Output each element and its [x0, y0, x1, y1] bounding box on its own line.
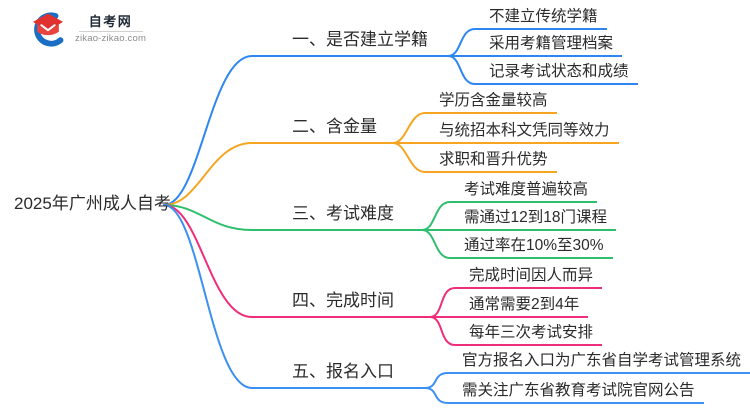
- branch-2-leaf-1: 学历含金量较高: [425, 91, 557, 114]
- branch-3-leaf-3-connector: [421, 229, 451, 259]
- branch-1-leaf-3: 记录考试状态和成绩: [475, 62, 638, 85]
- branch-2-leaf-2: 与统招本科文凭同等效力: [425, 121, 619, 144]
- logo-site-url: zikao-zikao.com: [75, 32, 147, 44]
- branch-5-leaf-1-connector: [424, 372, 449, 389]
- branch-4-leaf-1-connector: [429, 287, 456, 318]
- branch-5-label: 五、报名入口: [292, 362, 394, 381]
- logo-site-name: 自考网: [88, 13, 133, 29]
- branch-5-leaf-1: 官方报名入口为广东省自学考试管理系统: [448, 351, 750, 374]
- branch-1-leaf-3-connector: [447, 55, 476, 85]
- mindmap-root-title: 2025年广州成人自考: [14, 194, 171, 213]
- branch-1-label: 一、是否建立学籍: [292, 30, 428, 49]
- branch-5-leaf-2-connector: [424, 387, 449, 404]
- branch-4-leaf-3: 每年三次考试安排: [455, 323, 603, 346]
- logo-divider: [78, 30, 143, 32]
- branch-2-leaf-1-connector: [392, 112, 426, 144]
- site-logo[interactable]: 自考网 zikao-zikao.com: [28, 10, 146, 47]
- branch-1-connector: [163, 55, 449, 206]
- branch-1-leaf-1-connector: [447, 28, 476, 57]
- branch-3-leaf-3: 通过率在10%至30%: [450, 236, 613, 259]
- graduation-cap-icon: [33, 12, 64, 47]
- branch-2-leaf-3-connector: [392, 142, 426, 173]
- branch-2-connector: [163, 142, 394, 206]
- branch-1-leaf-2: 采用考籍管理档案: [475, 34, 623, 57]
- branch-5-leaf-2: 需关注广东省教育考试院官网公告: [448, 381, 704, 404]
- branch-4-leaf-2: 通常需要2到4年: [455, 295, 589, 318]
- branch-2-leaf-3: 求职和晋升优势: [425, 150, 557, 173]
- branch-3-leaf-1-connector: [421, 201, 451, 231]
- branch-3-leaf-1: 考试难度普遍较高: [450, 180, 598, 203]
- branch-2-label: 二、含金量: [292, 117, 377, 136]
- logo-text-block: 自考网 zikao-zikao.com: [75, 14, 146, 44]
- branch-3-connector: [163, 204, 423, 231]
- branch-3-leaf-2: 需通过12到18门课程: [450, 208, 616, 231]
- branch-4-label: 四、完成时间: [292, 291, 394, 310]
- branch-5-connector: [163, 204, 426, 389]
- branch-4-connector: [163, 204, 431, 318]
- branch-1-leaf-1: 不建立传统学籍: [475, 7, 607, 30]
- branch-4-leaf-3-connector: [429, 316, 456, 346]
- branch-4-leaf-1: 完成时间因人而异: [455, 266, 603, 289]
- branch-3-label: 三、考试难度: [292, 204, 394, 223]
